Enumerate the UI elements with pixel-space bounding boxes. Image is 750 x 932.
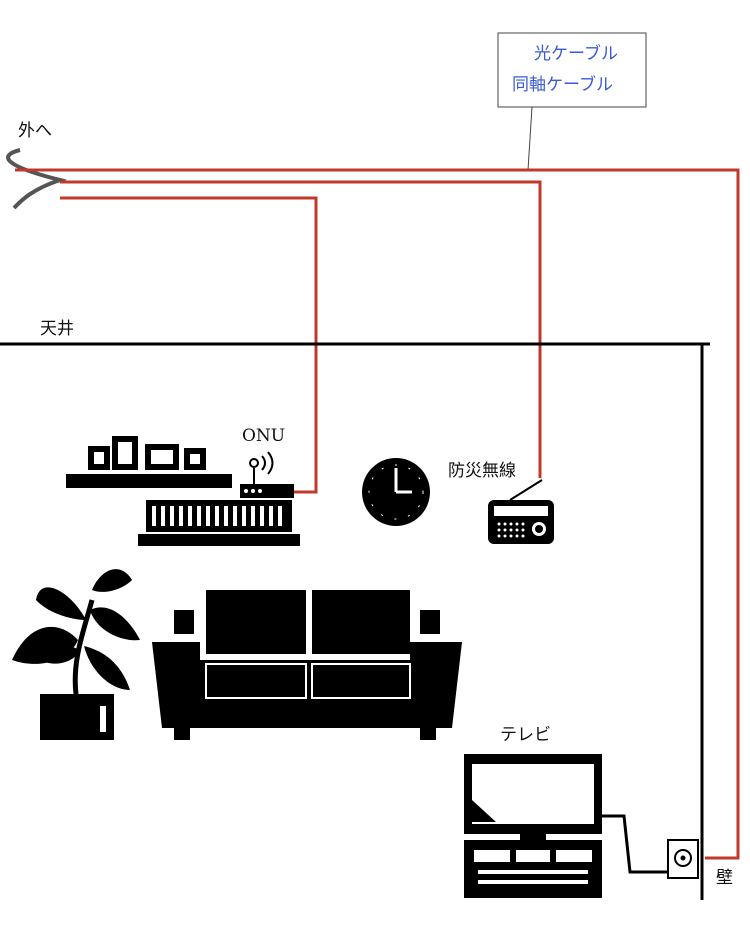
legend-pointer <box>527 106 533 171</box>
tv-icon <box>464 754 602 840</box>
cable-to-radio <box>60 180 542 478</box>
plant-icon <box>12 569 140 740</box>
tv-cable <box>602 814 668 874</box>
cable-loop-icon <box>6 148 68 210</box>
radiator-icon <box>138 500 300 546</box>
tv-stand-icon <box>464 840 602 898</box>
legend: 光ケーブル 同軸ケーブル <box>497 32 647 171</box>
ceiling-label: 天井 <box>40 319 74 339</box>
shelf-icon <box>66 436 232 488</box>
outside-label: 外へ <box>18 121 52 141</box>
legend-coax-cable: 同軸ケーブル <box>512 74 613 95</box>
tv-label: テレビ <box>500 725 551 745</box>
onu-label: ONU <box>242 426 285 446</box>
radio-icon <box>488 479 554 544</box>
router-icon <box>240 451 294 498</box>
wall-label: 壁 <box>716 868 733 888</box>
main-cable-to-wall <box>15 168 740 860</box>
legend-optical-cable: 光ケーブル <box>534 43 618 64</box>
wall-outlet-icon <box>667 839 699 879</box>
radio-label: 防災無線 <box>448 461 516 481</box>
sofa-icon <box>152 590 462 740</box>
clock-icon <box>362 458 430 526</box>
